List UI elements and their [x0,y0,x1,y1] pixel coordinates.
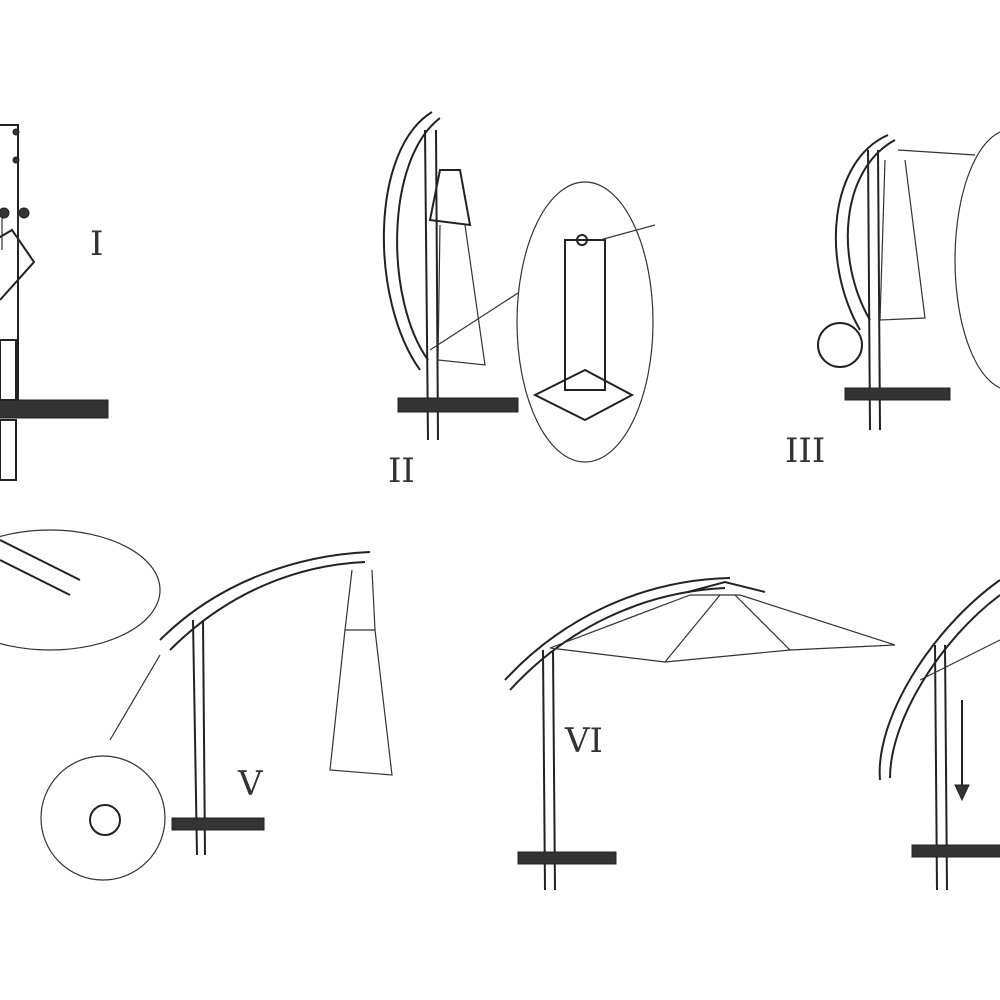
step-3-label: III [785,431,825,471]
step-3-illustration: III [785,131,1000,471]
step-1-label: I [90,224,103,264]
step-7-illustration [878,579,1000,891]
step-2-illustration: II [383,111,656,491]
step-6-label: VI [564,721,603,761]
step-2-label: II [388,451,415,491]
step-6-illustration: VI [504,577,896,891]
step-1-illustration: I [0,124,109,481]
step-5-illustration: V [0,529,393,881]
step-5-label: V [237,764,264,804]
